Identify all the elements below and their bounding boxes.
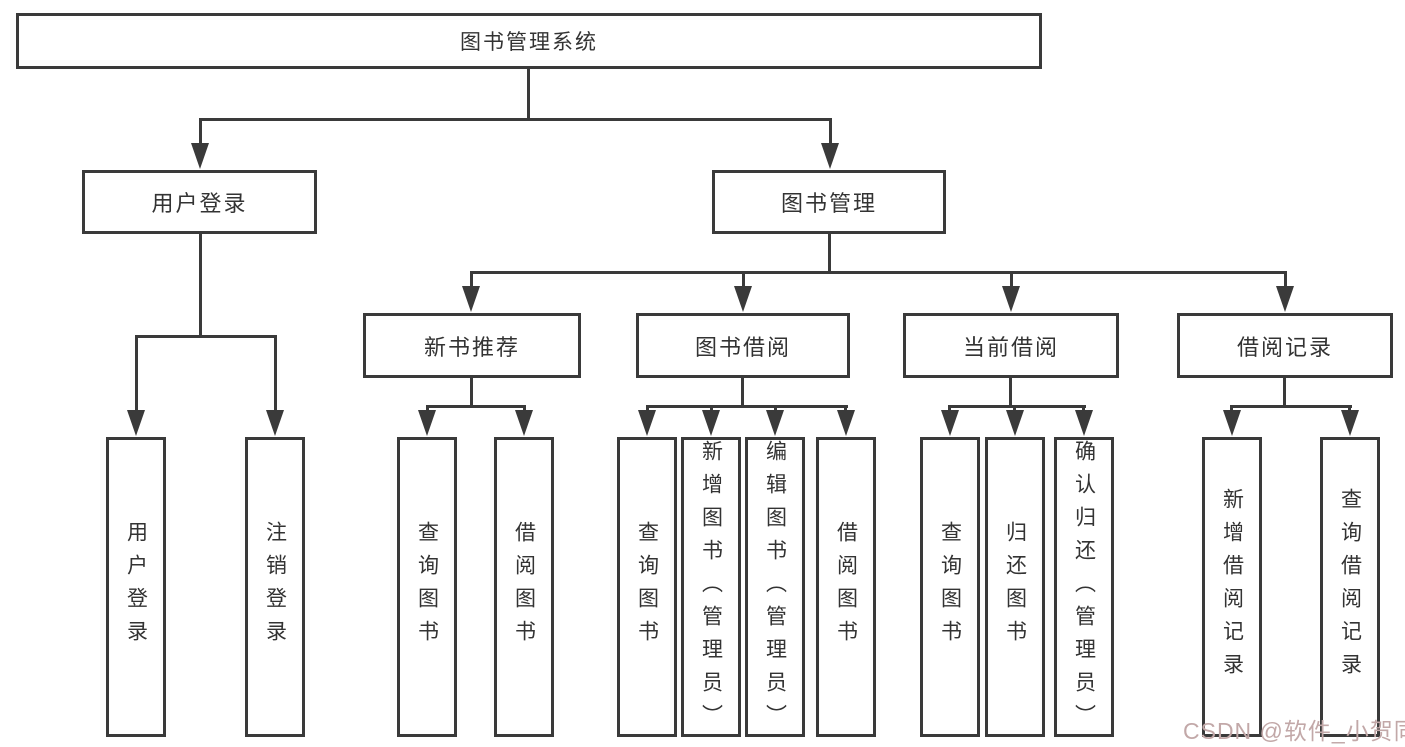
arrowhead-down (766, 410, 784, 436)
leaf-add-borrow-record: 新增借阅记录 (1202, 437, 1262, 737)
connector-line (1284, 271, 1287, 289)
connector-line (829, 118, 832, 145)
connector-line (135, 335, 138, 412)
arrowhead-down (1006, 410, 1024, 436)
node-user-login: 用户登录 (82, 170, 317, 234)
node-current-borrow: 当前借阅 (903, 313, 1119, 378)
leaf-return-books: 归还图书 (985, 437, 1045, 737)
arrowhead-down (418, 410, 436, 436)
leaf-query-books-borrow: 查询图书 (617, 437, 677, 737)
connector-line (1009, 378, 1012, 408)
connector-line (1231, 405, 1352, 408)
connector-line (199, 118, 202, 145)
leaf-logout: 注销登录 (245, 437, 305, 737)
watermark-text: CSDN @软件_小贺同学 (1183, 718, 1405, 744)
connector-line (470, 271, 473, 289)
connector-line (742, 271, 745, 289)
node-root: 图书管理系统 (16, 13, 1042, 69)
connector-line (199, 234, 202, 338)
leaf-user-login: 用户登录 (106, 437, 166, 737)
connector-line (274, 335, 277, 412)
arrowhead-down (702, 410, 720, 436)
connector-line (527, 69, 530, 119)
connector-line (470, 378, 473, 408)
connector-line (1283, 378, 1286, 408)
connector-line (470, 271, 1287, 274)
leaf-query-borrow-record: 查询借阅记录 (1320, 437, 1380, 737)
arrowhead-down (191, 143, 209, 169)
arrowhead-down (638, 410, 656, 436)
arrowhead-down (1223, 410, 1241, 436)
leaf-add-books-admin: 新增图书（管理员） (681, 437, 741, 737)
arrowhead-down (266, 410, 284, 436)
arrowhead-down (127, 410, 145, 436)
node-borrow-records: 借阅记录 (1177, 313, 1393, 378)
connector-line (199, 118, 831, 121)
node-book-management: 图书管理 (712, 170, 946, 234)
leaf-edit-books-admin: 编辑图书（管理员） (745, 437, 805, 737)
leaf-borrow-books: 借阅图书 (816, 437, 876, 737)
connector-line (741, 378, 744, 408)
arrowhead-down (1002, 286, 1020, 312)
arrowhead-down (1075, 410, 1093, 436)
arrowhead-down (941, 410, 959, 436)
leaf-query-books-current: 查询图书 (920, 437, 980, 737)
connector-line (426, 405, 526, 408)
node-book-borrow: 图书借阅 (636, 313, 850, 378)
connector-line (828, 234, 831, 274)
arrowhead-down (837, 410, 855, 436)
leaf-query-books-recommend: 查询图书 (397, 437, 457, 737)
connector-line (1010, 271, 1013, 289)
node-new-book-recommend: 新书推荐 (363, 313, 581, 378)
arrowhead-down (1341, 410, 1359, 436)
connector-line (949, 405, 1086, 408)
arrowhead-down (462, 286, 480, 312)
leaf-borrow-books-recommend: 借阅图书 (494, 437, 554, 737)
arrowhead-down (1276, 286, 1294, 312)
connector-line (646, 405, 848, 408)
leaf-confirm-return-admin: 确认归还（管理员） (1054, 437, 1114, 737)
arrowhead-down (821, 143, 839, 169)
arrowhead-down (734, 286, 752, 312)
connector-line (135, 335, 277, 338)
arrowhead-down (515, 410, 533, 436)
